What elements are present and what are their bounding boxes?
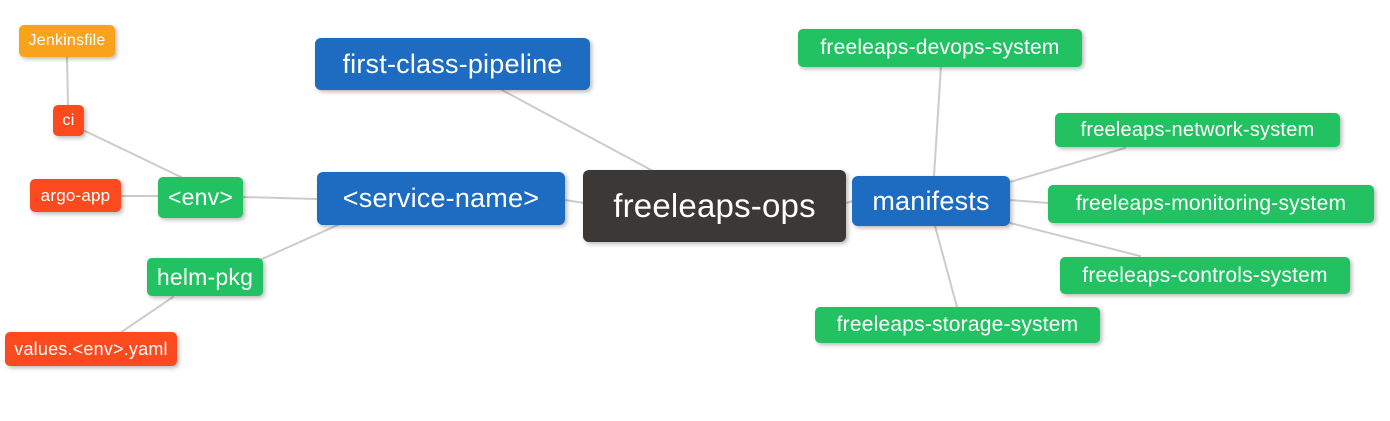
edge-freeleaps-ops-manifests <box>845 200 854 204</box>
edge-manifests-network <box>1009 147 1126 183</box>
node-env[interactable]: <env> <box>158 177 243 218</box>
node-jenkinsfile[interactable]: Jenkinsfile <box>19 25 115 57</box>
node-freeleaps-storage-system[interactable]: freeleaps-storage-system <box>815 307 1100 343</box>
edge-manifests-controls <box>1009 222 1141 257</box>
edge-helm-pkg-service-name <box>261 223 341 260</box>
node-ci[interactable]: ci <box>53 105 84 136</box>
node-manifests[interactable]: manifests <box>852 176 1010 226</box>
edge-manifests-monitoring <box>1009 199 1049 204</box>
edge-env-service-name <box>242 196 318 200</box>
node-first-class-pipeline[interactable]: first-class-pipeline <box>315 38 590 90</box>
node-freeleaps-network-system[interactable]: freeleaps-network-system <box>1055 113 1340 147</box>
node-freeleaps-controls-system[interactable]: freeleaps-controls-system <box>1060 257 1350 294</box>
node-helm-pkg[interactable]: helm-pkg <box>147 258 263 296</box>
node-freeleaps-ops-root[interactable]: freeleaps-ops <box>583 170 846 242</box>
edge-jenkinsfile-ci <box>66 56 69 106</box>
edge-service-name-freeleaps-ops <box>564 199 585 204</box>
node-service-name[interactable]: <service-name> <box>317 172 565 225</box>
node-values-env-yaml[interactable]: values.<env>.yaml <box>5 332 177 366</box>
edge-pipeline-freeleaps-ops <box>501 89 654 172</box>
edge-manifests-storage <box>934 225 958 308</box>
node-freeleaps-monitoring-system[interactable]: freeleaps-monitoring-system <box>1048 185 1374 223</box>
edge-manifests-devops <box>933 65 942 177</box>
edge-ci-env <box>84 130 186 180</box>
edge-values-helm-pkg <box>119 296 174 334</box>
node-argo-app[interactable]: argo-app <box>30 179 121 212</box>
node-freeleaps-devops-system[interactable]: freeleaps-devops-system <box>798 29 1082 67</box>
